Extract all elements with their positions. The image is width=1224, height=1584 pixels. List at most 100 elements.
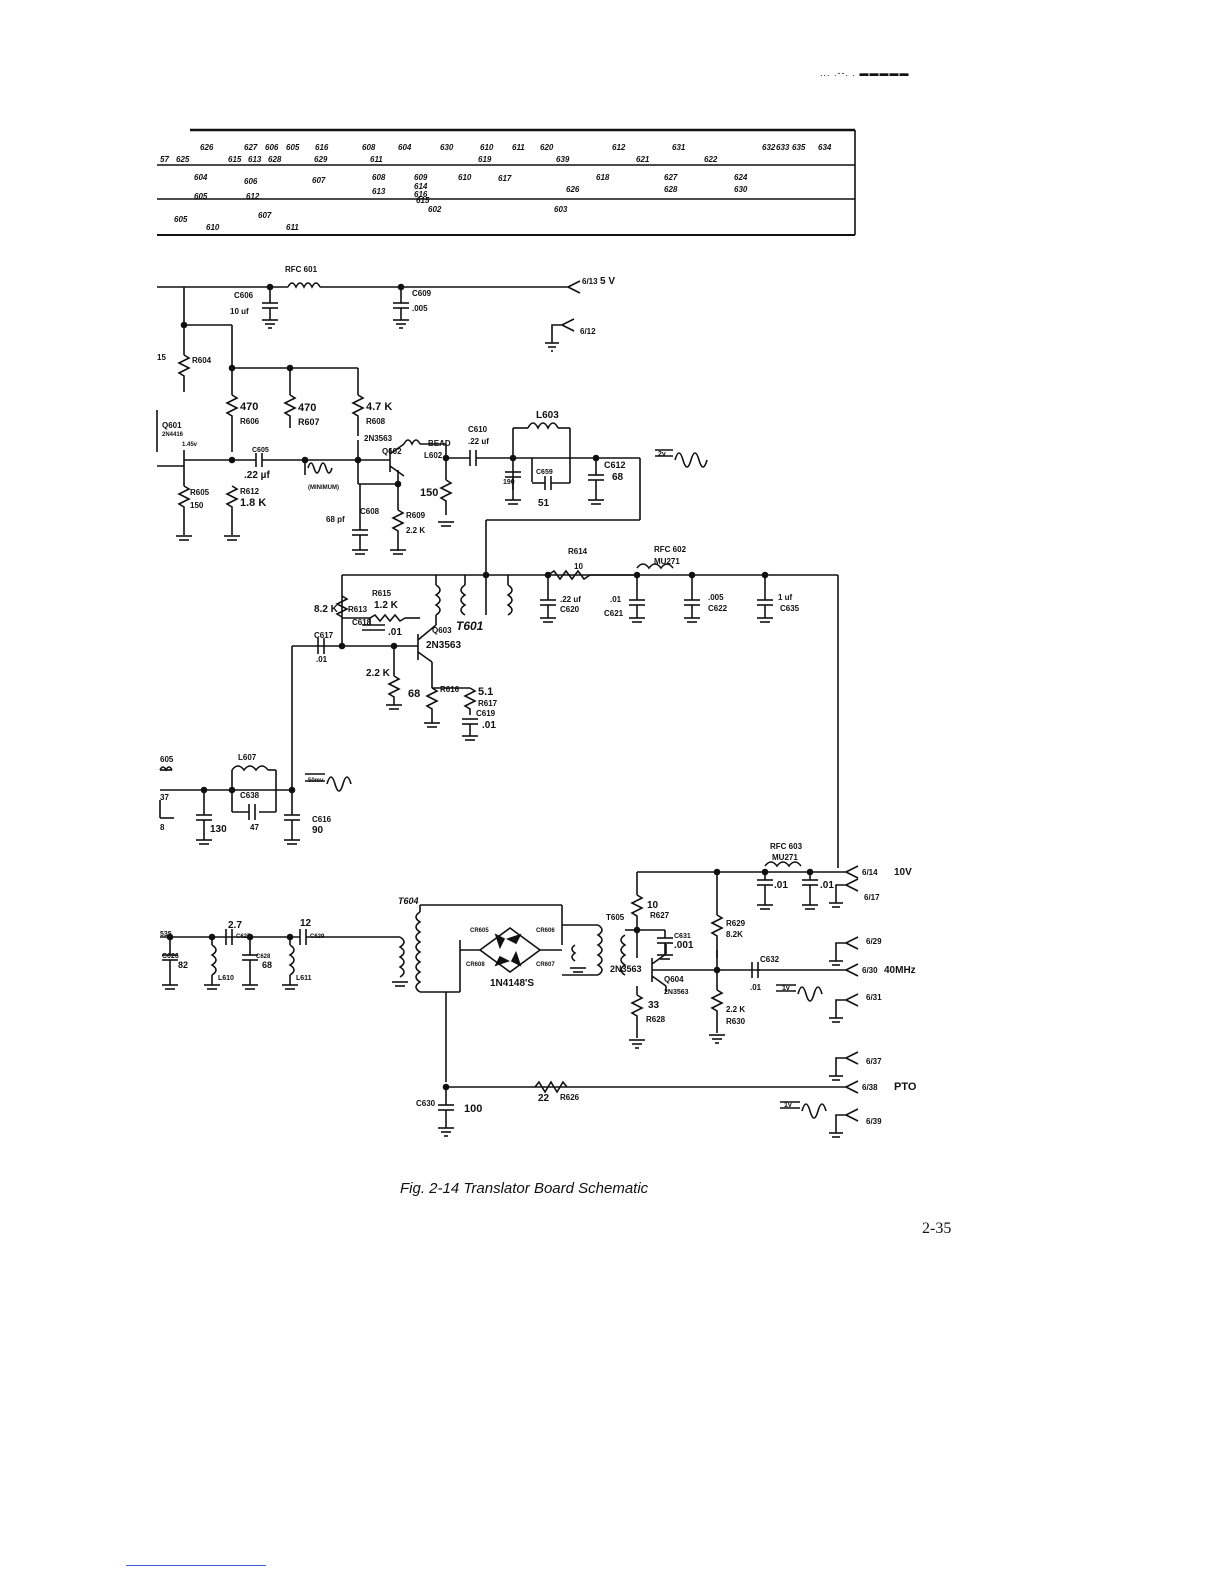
layout-table-cell: 630	[734, 185, 748, 194]
label-c635-val: 1 uf	[778, 593, 793, 602]
label-scope-2v: 2v	[658, 451, 666, 458]
label-c606-val: 10 uf	[230, 307, 249, 316]
label-r609-val: 2.2 K	[406, 526, 425, 535]
label-c638-val: 47	[250, 823, 259, 832]
label-c619: C619	[476, 709, 496, 718]
label-q601-type: 2N4416	[162, 432, 184, 438]
layout-table-cell: 613	[372, 187, 386, 196]
label-r630-val: 2.2 K	[726, 1005, 745, 1014]
label-rfc603: RFC 603	[770, 842, 803, 851]
layout-table-cell: 633	[776, 143, 790, 152]
label-r607-val: 470	[298, 402, 316, 414]
label-cr607: CR607	[536, 962, 555, 968]
layout-table-cell: 625	[176, 155, 190, 164]
label-t604: T604	[398, 896, 419, 906]
label-r616-val: 2.2 K	[366, 668, 391, 679]
label-q601: Q601	[162, 421, 182, 430]
label-c605: C605	[252, 447, 269, 454]
label-t605: T605	[606, 913, 625, 922]
layout-table-cell: 604	[398, 143, 412, 152]
label-r609: R609	[406, 511, 426, 520]
footer-line	[126, 1565, 266, 1566]
layout-table-cell: 617	[498, 174, 512, 183]
rf-amplifier-stage	[156, 410, 708, 575]
label-pin-6-30: 6/30	[862, 966, 878, 975]
label-l607: L607	[238, 753, 257, 762]
layout-table-cell: 635	[792, 143, 806, 152]
diode-ring-mixer	[160, 904, 603, 1082]
layout-table-cell: 615	[228, 155, 242, 164]
layout-table-cell: 607	[258, 211, 272, 220]
label-c628-val: 68	[262, 960, 272, 970]
layout-table-cell: 605	[174, 215, 188, 224]
label-c630: C630	[416, 1099, 436, 1108]
pto-input-line	[438, 1051, 859, 1138]
layout-table-cell: 603	[554, 205, 568, 214]
layout-table-cell: 618	[596, 173, 610, 182]
label-r608-val: 4.7 K	[366, 401, 392, 413]
label-frag-535: 535	[160, 931, 172, 938]
label-q601-v: 1.45v	[182, 442, 198, 448]
layout-table-cell: 57	[160, 155, 169, 164]
label-l603: L603	[536, 410, 559, 421]
layout-table-cell: 607	[312, 176, 326, 185]
label-q603-type: 2N3563	[426, 640, 461, 651]
label-c621: C621	[604, 609, 624, 618]
label-c626: C626	[162, 953, 179, 960]
layout-table-cell: 604	[194, 173, 208, 182]
filter-l607-section	[159, 765, 352, 845]
label-r604: R604	[192, 356, 212, 365]
label-c627-val: 2.7	[228, 920, 242, 931]
layout-table-cell: 630	[440, 143, 454, 152]
label-r613: R613	[348, 605, 368, 614]
label-r615: R615	[372, 589, 392, 598]
label-frag-b: 8	[160, 823, 165, 832]
label-c634-val: .01	[820, 880, 834, 891]
layout-table-cell: 606	[265, 143, 279, 152]
supply-5v-section	[157, 280, 581, 395]
label-c659: C659	[536, 469, 553, 476]
label-l605-frag: 605	[160, 755, 174, 764]
label-q602-type: 2N3563	[364, 434, 393, 443]
label-rfc601: RFC 601	[285, 265, 318, 274]
label-c638: C638	[240, 791, 260, 800]
label-c631-val: .001	[674, 940, 694, 951]
label-r606: R606	[240, 417, 260, 426]
label-c608: C608	[360, 507, 380, 516]
layout-table-cell: 624	[734, 173, 748, 182]
label-c609: C609	[412, 289, 432, 298]
layout-table-cell: 627	[664, 173, 678, 182]
label-c632-val: .01	[750, 983, 762, 992]
layout-table-cell: 622	[704, 155, 718, 164]
layout-table-cell: 602	[428, 205, 442, 214]
label-c611-val: 190	[503, 479, 515, 486]
label-c606: C606	[234, 291, 254, 300]
label-r605-val: 150	[190, 501, 204, 510]
label-r630: R630	[726, 1017, 746, 1026]
layout-table-cell: 626	[200, 143, 214, 152]
label-r626: R626	[560, 1093, 580, 1102]
layout-table-cell: 613	[248, 155, 262, 164]
label-c610: C610	[468, 425, 488, 434]
label-c622-val: .005	[708, 593, 724, 602]
label-r629: R629	[726, 919, 746, 928]
label-bead: BEAD	[428, 439, 451, 448]
label-c632: C632	[760, 955, 780, 964]
label-r608: R608	[366, 417, 386, 426]
label-c605-val: .22 µf	[244, 470, 270, 481]
layout-table-cell: 620	[540, 143, 554, 152]
label-pin-6-29: 6/29	[866, 937, 882, 946]
label-diodes: 1N4148'S	[490, 978, 534, 989]
label-c616-val: 90	[312, 825, 324, 836]
label-r617-val: 5.1	[478, 686, 493, 698]
corner-mark: ... .--. . ▬▬▬▬▬	[820, 68, 910, 78]
label-r628-val: 33	[648, 1000, 660, 1011]
label-r612-val: 1.8 K	[240, 497, 266, 509]
label-frag-37: 37	[160, 793, 169, 802]
label-c659-val: 51	[538, 498, 550, 509]
layout-table-cell: 612	[246, 192, 260, 201]
label-pin-6-17: 6/17	[864, 893, 880, 902]
label-r604-val: 15	[157, 353, 166, 362]
